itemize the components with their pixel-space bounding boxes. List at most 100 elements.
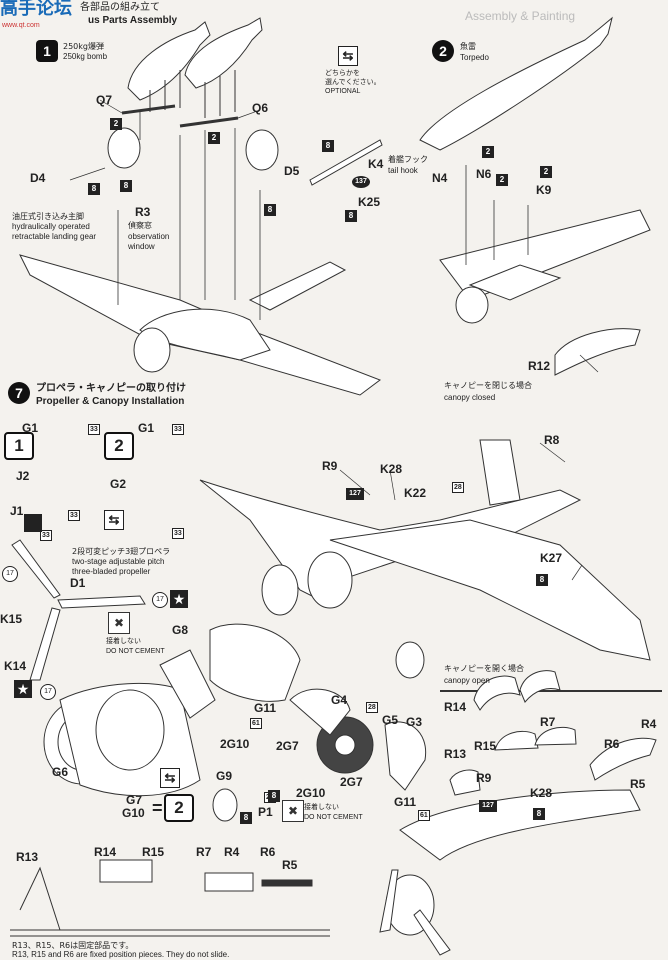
part-g11-a: G11 bbox=[254, 701, 277, 715]
part-k27: K27 bbox=[540, 551, 563, 565]
landing-gear-en2: retractable landing gear bbox=[12, 232, 97, 241]
option-1-en: 250kg bomb bbox=[63, 52, 108, 61]
part-r13: R13 bbox=[444, 747, 467, 761]
option-1-jp: 250kg爆弾 bbox=[63, 42, 104, 51]
footer-note-en: R13, R15 and R6 are fixed position piece… bbox=[12, 950, 230, 959]
part-g3: G3 bbox=[406, 715, 423, 729]
bottom-r7: R7 bbox=[196, 845, 212, 859]
step-7-badge: 7 bbox=[8, 382, 30, 404]
optional-icon-2: ⇆ bbox=[104, 510, 124, 530]
part-r15: R15 bbox=[474, 739, 497, 753]
section-title-en: us Parts Assembly bbox=[88, 15, 178, 26]
part-d4: D4 bbox=[30, 171, 46, 185]
site-logo-url: www.qt.com bbox=[2, 22, 40, 29]
bottom-r5: R5 bbox=[282, 858, 298, 872]
window-en1: observation bbox=[128, 232, 170, 241]
optional-icon: ⇆ bbox=[338, 46, 358, 66]
equation-equals: = bbox=[152, 798, 163, 818]
part-q7: Q7 bbox=[96, 93, 113, 107]
optional-note-en: OPTIONAL bbox=[325, 88, 361, 95]
part-g6: G6 bbox=[52, 765, 69, 779]
part-2g7-b: 2G7 bbox=[340, 775, 363, 789]
canopy-open-en: canopy open bbox=[444, 676, 490, 685]
part-2g7-a: 2G7 bbox=[276, 739, 299, 753]
bottom-r13: R13 bbox=[16, 850, 39, 864]
part-r14: R14 bbox=[444, 700, 467, 714]
num-33-a: 33 bbox=[88, 424, 100, 435]
footer-note-jp: R13、R15、R6は固定部品です。 bbox=[12, 941, 134, 950]
propeller-jp: 2段可変ピッチ3翅プロペラ bbox=[72, 547, 171, 556]
part-j1: J1 bbox=[10, 504, 24, 518]
part-q6: Q6 bbox=[252, 101, 269, 115]
num-33-e: 33 bbox=[172, 528, 184, 539]
num-28-c: 28 bbox=[452, 482, 464, 493]
equation-g7: G7 bbox=[126, 793, 143, 807]
optional-note-jp1: どちらかを bbox=[325, 69, 360, 77]
part-r4: R4 bbox=[641, 717, 657, 731]
no-cement-jp-1: 接着しない bbox=[106, 637, 141, 645]
part-r3: R3 bbox=[135, 205, 151, 219]
num-28-a: 28 bbox=[366, 702, 378, 713]
part-g1-b: G1 bbox=[138, 421, 155, 435]
num-k4: 137 bbox=[352, 176, 370, 188]
num-33-c: 33 bbox=[40, 530, 52, 541]
equation-g10: G10 bbox=[122, 806, 145, 820]
part-d5: D5 bbox=[284, 164, 300, 178]
part-g1-a: G1 bbox=[22, 421, 39, 435]
part-r9-open: R9 bbox=[476, 771, 492, 785]
code-8-open: 8 bbox=[533, 808, 545, 820]
part-n4: N4 bbox=[432, 171, 448, 185]
prop-option-1: 1 bbox=[4, 432, 34, 460]
propeller-en1: two-stage adjustable pitch bbox=[72, 557, 165, 566]
part-g2: G2 bbox=[110, 477, 127, 491]
no-cement-icon-1: ✖ bbox=[108, 612, 130, 634]
ghost-heading: Assembly & Painting bbox=[465, 9, 576, 23]
num-33-d: 33 bbox=[172, 424, 184, 435]
no-cement-en-2: DO NOT CEMENT bbox=[304, 814, 363, 821]
part-j2: J2 bbox=[16, 469, 30, 483]
part-k14: K14 bbox=[4, 659, 27, 673]
code-n6: 2 bbox=[496, 174, 508, 186]
num-127-b: 127 bbox=[479, 800, 497, 812]
equation-option: 2 bbox=[164, 794, 194, 822]
part-r8: R8 bbox=[544, 433, 560, 447]
option-2-en: Torpedo bbox=[460, 53, 489, 62]
part-g4: G4 bbox=[331, 693, 348, 707]
part-k25: K25 bbox=[358, 195, 381, 209]
part-r6: R6 bbox=[604, 737, 620, 751]
part-g11-b: G11 bbox=[394, 795, 417, 809]
prop-option-2: 2 bbox=[104, 432, 134, 460]
site-logo: 高手论坛 bbox=[0, 0, 72, 19]
part-k4: K4 bbox=[368, 157, 384, 171]
num-33-b: 33 bbox=[68, 510, 80, 521]
no-cement-icon-2: ✖ bbox=[282, 800, 304, 822]
part-k9: K9 bbox=[536, 183, 552, 197]
code-k25: 8 bbox=[345, 210, 357, 222]
code-d5: 8 bbox=[264, 204, 276, 216]
canopy-open-jp: キャノピーを開く場合 bbox=[444, 664, 524, 673]
part-n6: N6 bbox=[476, 167, 492, 181]
num-61-b: 61 bbox=[418, 810, 430, 821]
part-p1: P1 bbox=[258, 805, 273, 819]
step-7-title-en: Propeller & Canopy Installation bbox=[36, 396, 185, 407]
part-r7: R7 bbox=[540, 715, 556, 729]
code-d4: 8 bbox=[88, 183, 100, 195]
canopy-closed-jp: キャノピーを閉じる場合 bbox=[444, 381, 532, 390]
part-k28-open: K28 bbox=[530, 786, 553, 800]
num-127-a: 127 bbox=[346, 488, 364, 500]
no-cement-en-1: DO NOT CEMENT bbox=[106, 648, 165, 655]
code-q7: 2 bbox=[110, 118, 122, 130]
option-2-jp: 魚雷 bbox=[460, 42, 476, 51]
part-2g10-a: 2G10 bbox=[220, 737, 250, 751]
propeller-en2: three-bladed propeller bbox=[72, 567, 151, 576]
no-cement-jp-2: 接着しない bbox=[304, 803, 339, 811]
bottom-r6: R6 bbox=[260, 845, 276, 859]
step-7-title-jp: プロペラ・キャノピーの取り付け bbox=[36, 383, 186, 394]
code-8-b: 8 bbox=[268, 790, 280, 802]
part-r12: R12 bbox=[528, 359, 551, 373]
option-1-badge: 1 bbox=[36, 40, 58, 62]
code-gear: 8 bbox=[120, 180, 132, 192]
bomb-left bbox=[127, 21, 211, 112]
